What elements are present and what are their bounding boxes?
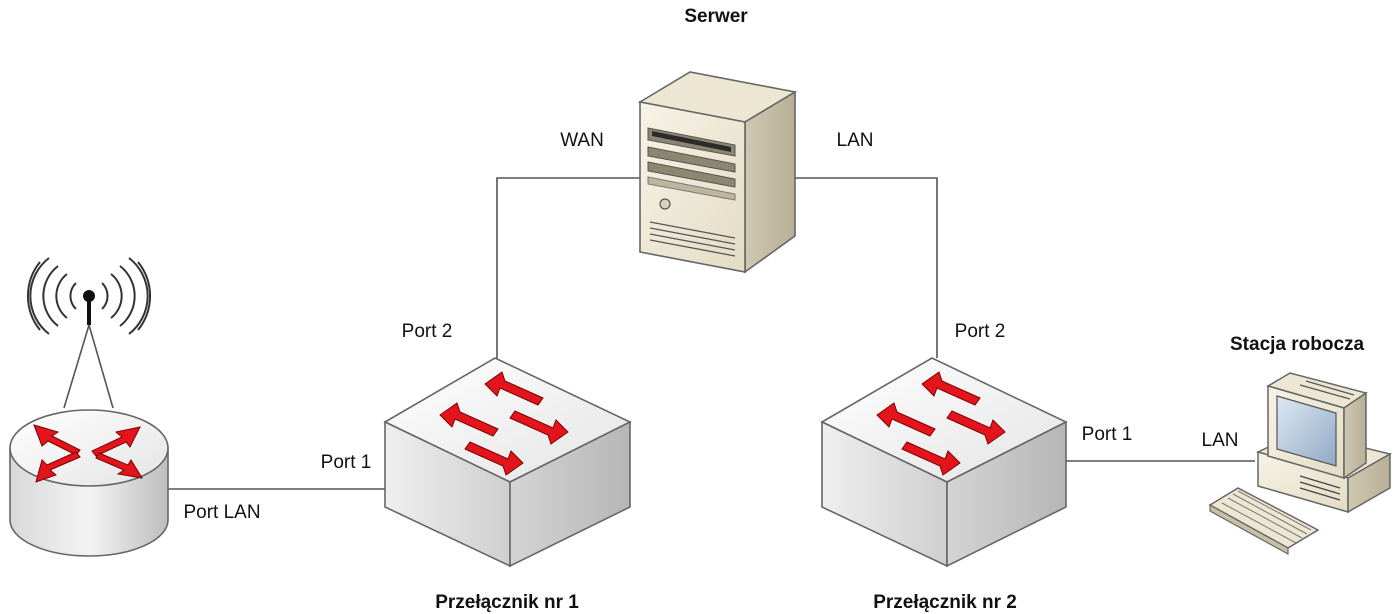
switch2-title: Przełącznik nr 2 bbox=[873, 592, 1017, 613]
label-lan-server: LAN bbox=[837, 130, 874, 151]
label-port2-switch1: Port 2 bbox=[402, 321, 453, 342]
label-port-lan-router: Port LAN bbox=[183, 502, 260, 523]
wire-server-lan-switch2 bbox=[795, 177, 938, 358]
wire-switch1-server-wan bbox=[496, 177, 645, 364]
label-wan: WAN bbox=[560, 130, 604, 151]
router-icon bbox=[9, 257, 169, 557]
server-title: Serwer bbox=[684, 6, 748, 27]
connection-lines bbox=[168, 177, 1255, 490]
label-port2-switch2: Port 2 bbox=[955, 321, 1006, 342]
switch1-icon bbox=[383, 357, 632, 568]
switch1-title: Przełącznik nr 1 bbox=[435, 592, 579, 613]
server-icon bbox=[637, 71, 798, 274]
workstation-title: Stacja robocza bbox=[1230, 334, 1365, 355]
antenna-icon bbox=[27, 257, 151, 409]
label-port1-switch1: Port 1 bbox=[321, 452, 372, 473]
label-port1-switch2: Port 1 bbox=[1082, 424, 1133, 445]
switch2-icon bbox=[820, 357, 1068, 568]
workstation-icon bbox=[1208, 372, 1393, 556]
label-lan-workstation: LAN bbox=[1202, 430, 1239, 451]
